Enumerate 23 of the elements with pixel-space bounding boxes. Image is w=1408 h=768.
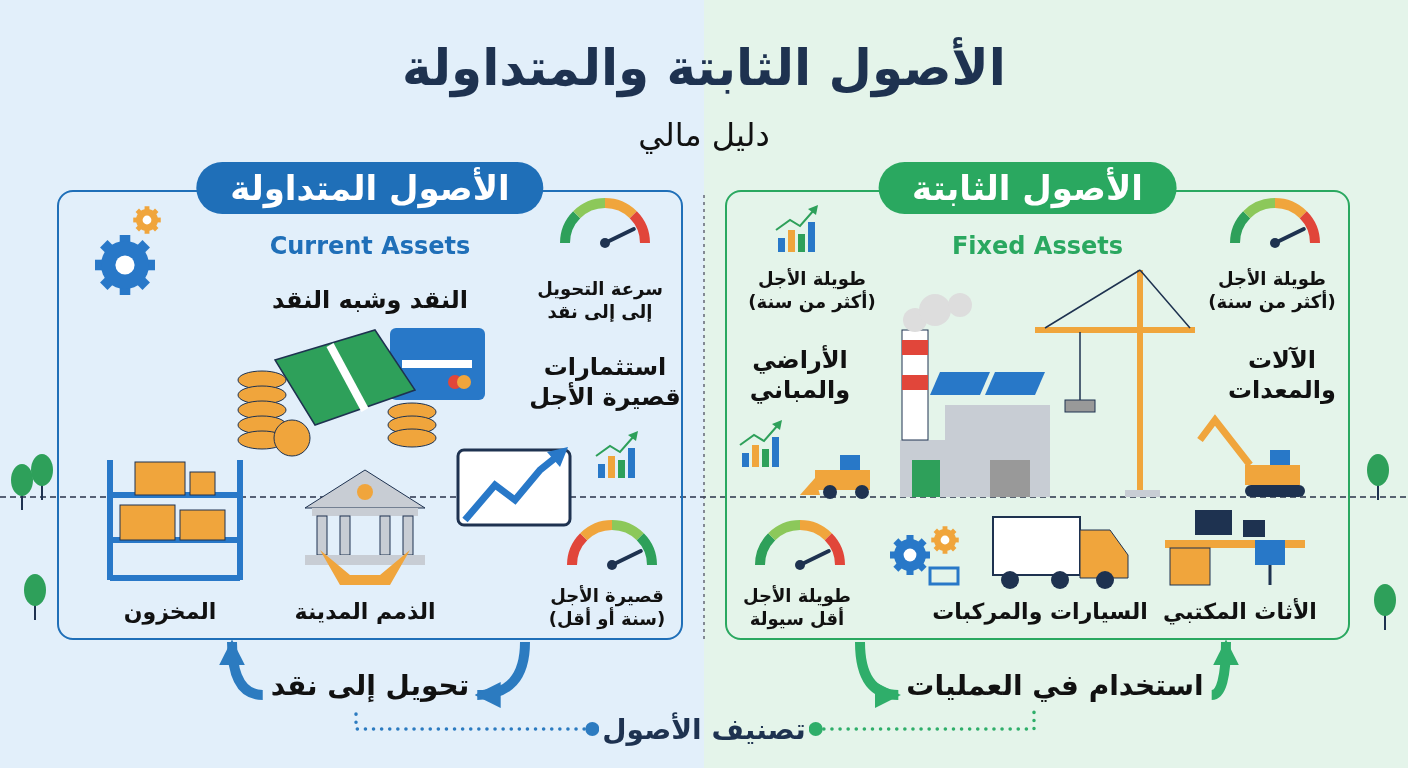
asset-label: المخزون bbox=[122, 598, 218, 626]
asset-label: النقد وشبه النقد bbox=[271, 285, 469, 315]
curved-arrow bbox=[219, 639, 264, 700]
subtitle: دليل مالي bbox=[637, 115, 771, 155]
gauge-caption: طويلة الأجل أقل سيولة bbox=[741, 584, 853, 630]
panel-subtitle: Current Assets bbox=[269, 232, 471, 260]
gauge-caption: طويلة الأجل (أكثر من سنة) bbox=[1207, 267, 1337, 313]
panel-subtitle: Fixed Assets bbox=[951, 232, 1124, 260]
heading-pill: الأصول المتداولة bbox=[196, 162, 544, 214]
title: الأصول الثابتة والمتداولة bbox=[402, 36, 1006, 100]
caption-text: تحويل إلى نقد bbox=[270, 667, 470, 703]
asset-label: الأراضي والمباني bbox=[748, 345, 852, 405]
caption-text: استخدام في العمليات bbox=[906, 667, 1204, 703]
caption-text: تصنيف الأصول bbox=[602, 711, 806, 747]
gauge-caption: طويلة الأجل (أكثر من سنة) bbox=[747, 267, 877, 313]
asset-label: الذمم المدينة bbox=[293, 598, 437, 626]
curved-arrow bbox=[855, 641, 901, 707]
gauge-caption: سرعة التحويل إلى إلى نقد bbox=[536, 277, 664, 323]
asset-label: استثمارات قصيرة الأجل bbox=[528, 352, 682, 412]
curved-arrow bbox=[474, 641, 530, 707]
asset-label: الآلات والمعدات bbox=[1227, 345, 1337, 405]
heading-pill: الأصول الثابتة bbox=[878, 162, 1177, 214]
gauge-caption: قصيرة الأجل (سنة أو أقل) bbox=[547, 584, 667, 630]
